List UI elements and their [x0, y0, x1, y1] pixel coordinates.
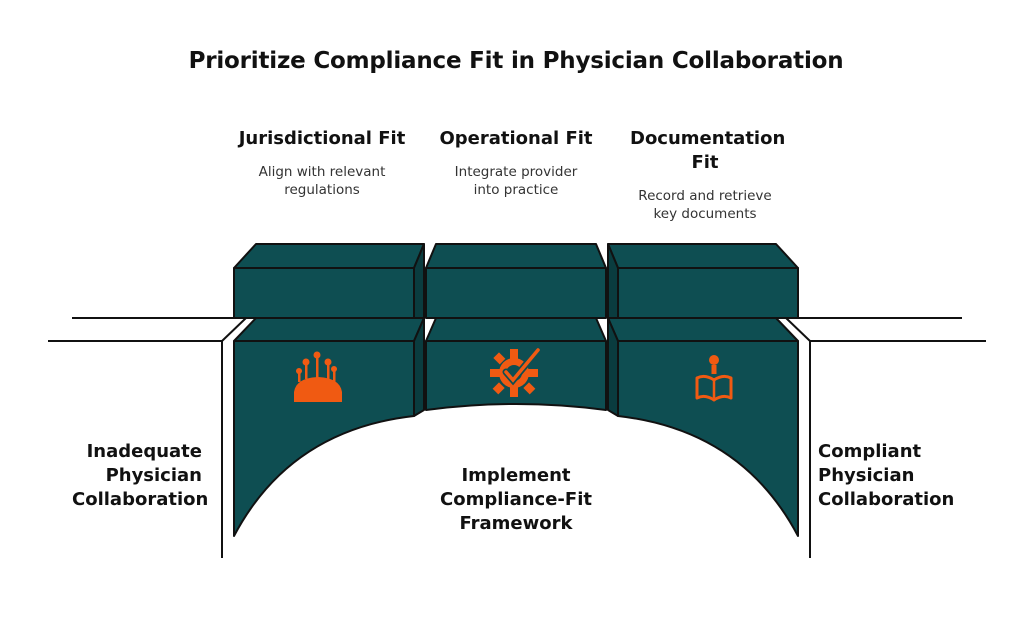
- documentation-fit-heading: Documentation Fit: [630, 128, 786, 173]
- hand-pins-icon: [294, 351, 342, 402]
- jurisdictional-fit-heading: Jurisdictional Fit: [238, 128, 406, 149]
- person-reading-icon: [695, 355, 733, 402]
- diagram-title: Prioritize Compliance Fit in Physician C…: [188, 48, 844, 74]
- upper-block-operational: [425, 243, 607, 319]
- lower-block-documentation: [607, 317, 799, 537]
- ground-lines: [48, 317, 986, 558]
- left-side-label: Inadequate Physician Collaboration: [72, 441, 209, 510]
- upper-block-jurisdictional: [233, 243, 425, 319]
- center-label: Implement Compliance-Fit Framework: [440, 465, 592, 534]
- jurisdictional-fit-description: Align with relevant regulations: [258, 164, 386, 198]
- operational-fit-description: Integrate provider into practice: [454, 164, 578, 198]
- operational-fit-heading: Operational Fit: [439, 128, 593, 149]
- documentation-fit-description: Record and retrieve key documents: [638, 188, 772, 222]
- lower-block-jurisdictional: [233, 317, 425, 537]
- right-side-label: Compliant Physician Collaboration: [818, 441, 955, 510]
- upper-block-documentation: [607, 243, 799, 319]
- gear-check-icon: [490, 346, 542, 397]
- left-cliff-bevel: [221, 317, 247, 342]
- right-cliff-bevel: [785, 317, 811, 342]
